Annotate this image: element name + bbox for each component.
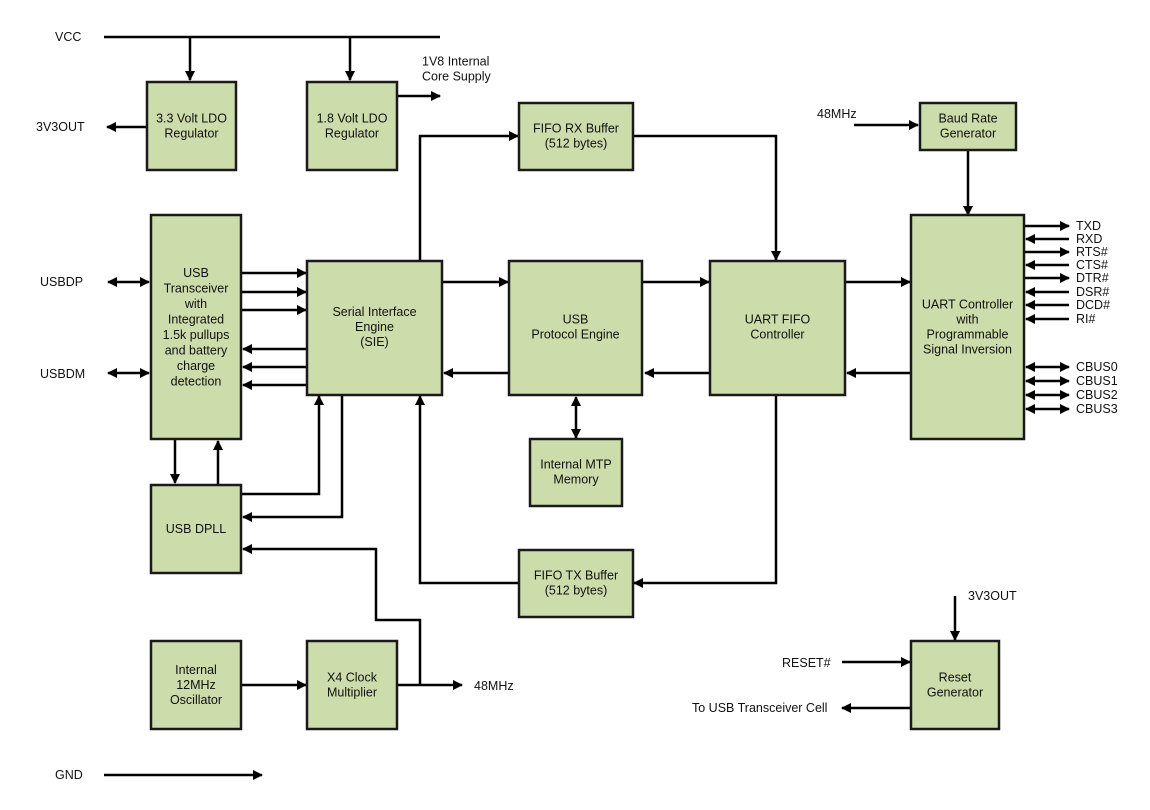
- 48mhz-output-label: 48MHz: [474, 679, 514, 693]
- text-line: UART Controller: [922, 298, 1013, 312]
- text-line: Oscillator: [170, 693, 222, 707]
- pin-ri: RI#: [1076, 312, 1096, 326]
- pin-cts: CTS#: [1076, 258, 1108, 272]
- text-line: Serial Interface: [332, 305, 416, 319]
- text-line: X4 Clock: [327, 671, 378, 685]
- cbus-pin-labels: CBUS0 CBUS1 CBUS2 CBUS3: [1076, 360, 1118, 416]
- text-line: (SIE): [360, 335, 388, 349]
- fifo-rx-buffer-block: FIFO RX Buffer(512 bytes): [517, 101, 635, 172]
- gnd-label: GND: [55, 768, 83, 782]
- reset-3v3out-label: 3V3OUT: [968, 589, 1017, 603]
- pin-txd: TXD: [1076, 219, 1101, 233]
- text-line: Internal MTP: [540, 458, 612, 472]
- usbdp-label: USBDP: [40, 275, 83, 289]
- text-line: detection: [171, 374, 222, 388]
- text-line: Regulator: [325, 127, 379, 141]
- svg-text:FIFO RX Buffer(512 bytes): FIFO RX Buffer(512 bytes): [533, 122, 619, 151]
- text-line: Generator: [940, 127, 996, 141]
- text-line: Engine: [355, 320, 394, 334]
- text-line: (512 bytes): [545, 584, 608, 598]
- svg-text:USB DPLL: USB DPLL: [166, 522, 226, 536]
- text-line: FIFO RX Buffer: [533, 122, 619, 136]
- connection-wires: [104, 35, 1070, 780]
- text-line: UART FIFO: [745, 313, 811, 327]
- text-line: USB: [183, 266, 209, 280]
- text-line: charge: [177, 359, 215, 373]
- pin-rts: RTS#: [1076, 245, 1108, 259]
- pin-cbus2: CBUS2: [1076, 388, 1118, 402]
- text-line: Generator: [927, 686, 983, 700]
- 48mhz-input-label: 48MHz: [817, 107, 857, 121]
- pin-rxd: RXD: [1076, 232, 1102, 246]
- 3v3out-label: 3V3OUT: [36, 120, 85, 134]
- text-line: Internal: [175, 663, 217, 677]
- text-line: Multiplier: [327, 686, 377, 700]
- usbdm-label: USBDM: [40, 367, 85, 381]
- text-line: Signal Inversion: [923, 343, 1012, 357]
- fifo-tx-buffer-block: FIFO TX Buffer(512 bytes): [517, 548, 635, 619]
- text-line: Core Supply: [422, 70, 492, 84]
- text-line: with: [184, 297, 207, 311]
- to-usb-transceiver-label: To USB Transceiver Cell: [692, 701, 827, 715]
- text-line: Regulator: [164, 127, 218, 141]
- text-line: 1.8 Volt LDO: [317, 112, 388, 126]
- text-line: Protocol Engine: [531, 328, 619, 342]
- text-line: Reset: [939, 671, 972, 685]
- pin-cbus0: CBUS0: [1076, 360, 1118, 374]
- text-line: and battery: [165, 343, 228, 357]
- text-line: Integrated: [168, 312, 224, 326]
- pin-dsr: DSR#: [1076, 285, 1109, 299]
- text-line: Transceiver: [164, 281, 229, 295]
- vcc-label: VCC: [55, 30, 81, 44]
- text-line: 1.5k pullups: [163, 328, 230, 342]
- text-line: FIFO TX Buffer: [534, 569, 618, 583]
- text-line: USB DPLL: [166, 522, 226, 536]
- text-line: Programmable: [927, 328, 1009, 342]
- text-line: Controller: [750, 328, 804, 342]
- pin-dcd: DCD#: [1076, 298, 1110, 312]
- text-line: (512 bytes): [545, 137, 608, 151]
- text-line: USB: [563, 313, 589, 327]
- uart-pin-labels: TXD RXD RTS# CTS# DTR# DSR# DCD# RI#: [1076, 219, 1110, 326]
- text-line: with: [955, 313, 978, 327]
- usb-dpll-block: USB DPLL: [149, 483, 243, 575]
- text-line: Memory: [553, 473, 599, 487]
- text-line: 3.3 Volt LDO: [156, 112, 227, 126]
- pin-cbus1: CBUS1: [1076, 374, 1118, 388]
- pin-dtr: DTR#: [1076, 271, 1109, 285]
- text-line: Baud Rate: [938, 112, 997, 126]
- reset-n-label: RESET#: [782, 656, 831, 670]
- text-line: 1V8 Internal: [422, 55, 489, 69]
- svg-text:FIFO TX Buffer(512 bytes): FIFO TX Buffer(512 bytes): [534, 569, 618, 598]
- pin-cbus3: CBUS3: [1076, 402, 1118, 416]
- text-line: 12MHz: [176, 678, 216, 692]
